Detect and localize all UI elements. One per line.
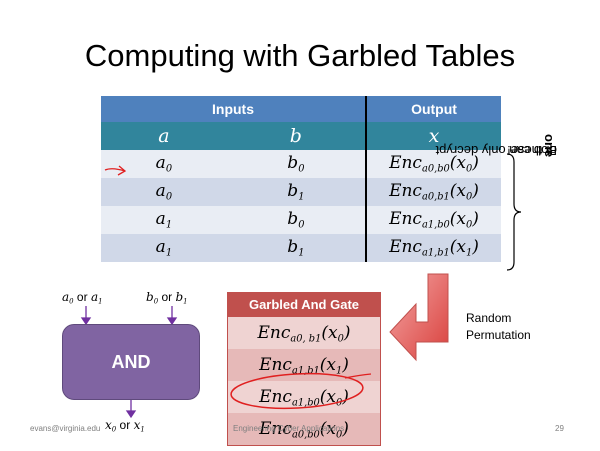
cell-b: b0 xyxy=(226,150,366,178)
inputs-header: Inputs xyxy=(101,96,366,122)
cell-x: Enca1,b1(x1) xyxy=(365,234,501,262)
and-input-a-label: a0 or a1 xyxy=(62,290,103,306)
permutation-arrow-icon xyxy=(389,273,449,362)
cell-x: Enca0,b1(x0) xyxy=(365,178,501,206)
cell-x: Enca0,b0(x0) xyxy=(365,150,501,178)
cell-b: b1 xyxy=(226,234,366,262)
garbled-row: Enca0, b1(x0) xyxy=(228,317,380,349)
garbled-and-gate-table: Garbled And Gate Enca0, b1(x0) Enca1,b1(… xyxy=(227,292,381,446)
cell-b: b0 xyxy=(226,206,366,234)
random-permutation-label: Random Permutation xyxy=(466,311,531,342)
garbled-row: Enca0,b0(x0) xyxy=(228,413,380,445)
hand-drawn-arrow-icon xyxy=(104,165,127,176)
cell-b: b1 xyxy=(226,178,366,206)
and-output-label: x0 or x1 xyxy=(105,418,145,434)
table-row: a1 b1 Enca1,b1(x1) xyxy=(101,234,501,262)
and-gate: AND xyxy=(62,324,200,400)
cell-a: a1 xyxy=(101,206,227,234)
column-header-row: a b x xyxy=(101,122,501,150)
footer-email: evans@virginia.edu xyxy=(30,424,101,433)
page-number: 29 xyxy=(555,424,564,433)
column-header-a: a xyxy=(101,122,227,150)
output-header: Output xyxy=(365,96,501,122)
selected-row-circle-icon xyxy=(230,372,372,410)
footer-course: Engineering Cyber Applications xyxy=(233,424,345,433)
cell-x: Enca1,b0(x0) xyxy=(365,206,501,234)
garbled-gate-title: Garbled And Gate xyxy=(228,293,380,317)
group-header-row: Inputs Output xyxy=(101,96,501,122)
table-row: a0 b0 Enca0,b0(x0) xyxy=(101,150,501,178)
cell-a: a0 xyxy=(101,178,227,206)
and-input-b-label: b0 or b1 xyxy=(146,290,188,306)
table-row: a0 b1 Enca0,b1(x0) xyxy=(101,178,501,206)
column-header-b: b xyxy=(226,122,366,150)
garbled-row: Enca1,b1(x1) xyxy=(228,349,380,381)
table-row: a1 b0 Enca1,b0(x0) xyxy=(101,206,501,234)
slide-title: Computing with Garbled Tables xyxy=(84,38,516,73)
column-header-x: x xyxy=(365,122,501,150)
truth-table: Inputs Output a b x a0 b0 Enca0,b0(x0) a… xyxy=(101,96,501,262)
curly-brace-icon xyxy=(506,153,522,271)
cell-a: a1 xyxy=(101,234,227,262)
